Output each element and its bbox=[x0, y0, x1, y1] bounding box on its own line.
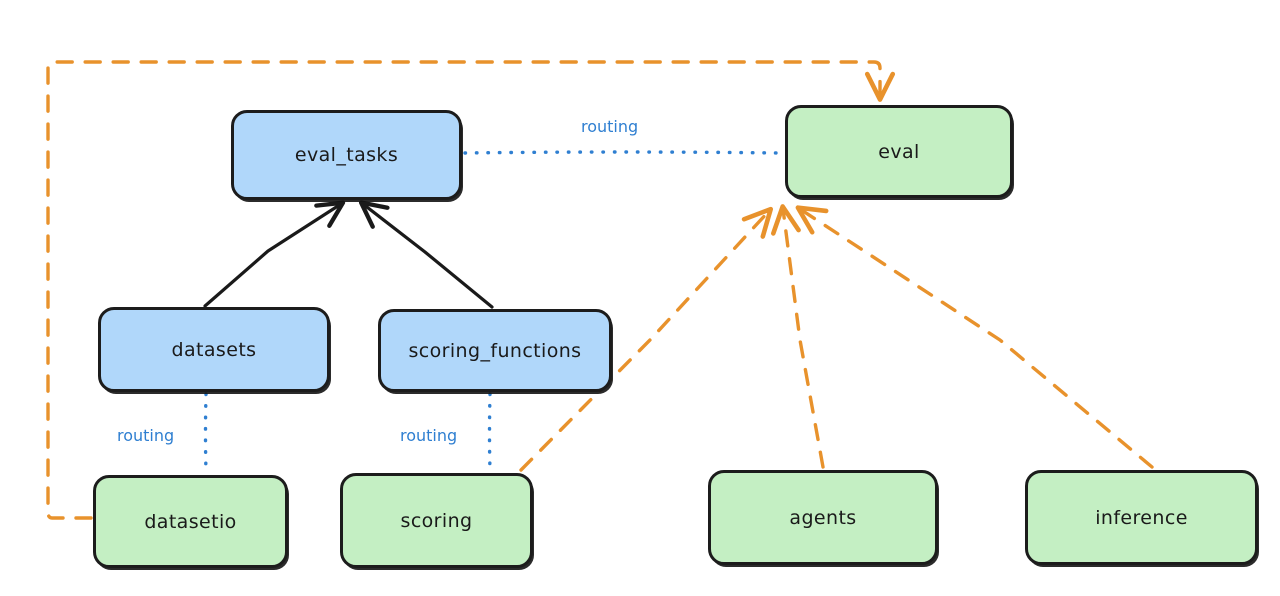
node-datasetio-label: datasetio bbox=[144, 510, 237, 533]
node-eval-tasks[interactable]: eval_tasks bbox=[231, 110, 462, 200]
edge-label-routing-datasets: routing bbox=[113, 426, 179, 445]
node-eval-label: eval bbox=[878, 140, 920, 163]
edge-label-routing-scoring: routing bbox=[396, 426, 462, 445]
node-datasets-label: datasets bbox=[171, 338, 257, 361]
edge-label-routing-eval: routing bbox=[577, 117, 643, 136]
edge-datasets-to-eval-tasks bbox=[203, 200, 346, 308]
node-inference-label: inference bbox=[1095, 506, 1188, 529]
node-datasetio[interactable]: datasetio bbox=[93, 475, 288, 568]
node-eval[interactable]: eval bbox=[785, 105, 1013, 198]
edge-scoring-functions-to-eval-tasks bbox=[358, 200, 494, 309]
edge-agents-to-eval bbox=[771, 204, 825, 469]
edge-datasetio-to-eval bbox=[46, 60, 896, 520]
node-scoring[interactable]: scoring bbox=[340, 473, 533, 568]
edge-routing-eval-tasks-to-eval bbox=[463, 150, 783, 155]
node-scoring-label: scoring bbox=[400, 509, 473, 532]
edge-routing-scoring-functions-to-scoring bbox=[487, 392, 492, 472]
node-inference[interactable]: inference bbox=[1025, 470, 1258, 565]
node-datasets[interactable]: datasets bbox=[98, 307, 330, 392]
edge-inference-to-eval bbox=[795, 205, 1154, 469]
node-eval-tasks-label: eval_tasks bbox=[294, 144, 399, 166]
node-agents[interactable]: agents bbox=[708, 470, 938, 565]
node-scoring-functions[interactable]: scoring_functions bbox=[378, 309, 612, 392]
edge-scoring-to-eval bbox=[519, 206, 774, 472]
edge-routing-datasets-to-datasetio bbox=[203, 392, 208, 474]
node-agents-label: agents bbox=[789, 506, 857, 529]
node-scoring-functions-label: scoring_functions bbox=[408, 339, 582, 362]
